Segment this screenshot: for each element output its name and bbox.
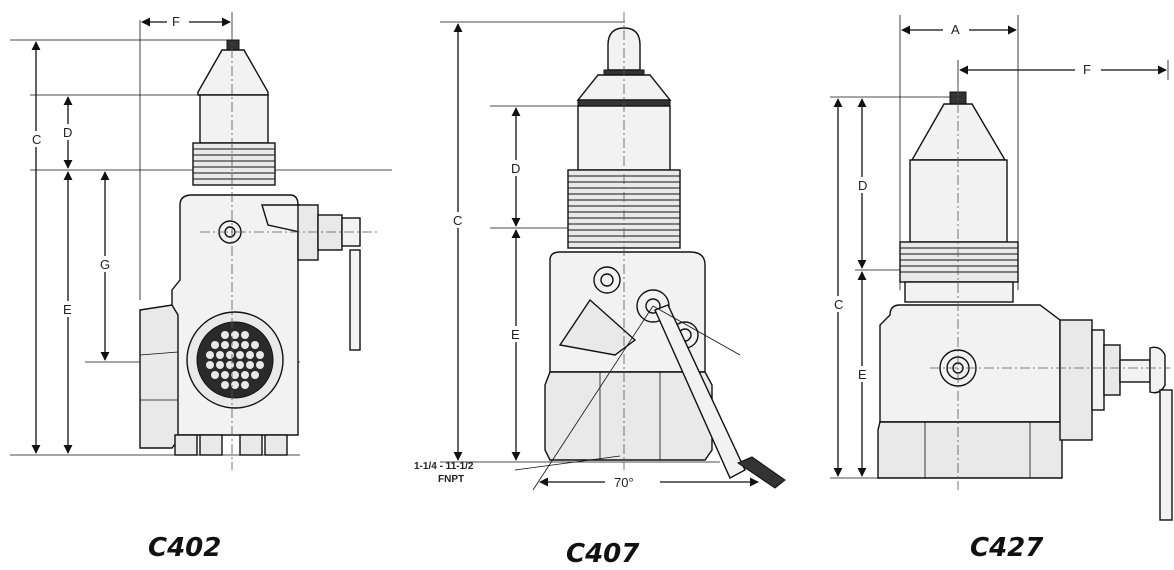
view-c407: C D E — [414, 12, 786, 569]
dim-label-d: D — [63, 125, 72, 140]
dim-label-f: F — [1083, 62, 1091, 77]
dim-label-a: A — [951, 22, 960, 37]
dim-label-g: G — [100, 257, 110, 272]
angle-label: 70° — [614, 475, 634, 490]
thread-spec-line2: FNPT — [438, 474, 464, 485]
dim-label-c: C — [834, 297, 843, 312]
dim-label-d: D — [511, 161, 520, 176]
dim-label-e: E — [63, 302, 72, 317]
model-label-c407: C407 — [566, 539, 640, 569]
thread-spec-line1: 1-1/4 - 11-1/2 — [414, 461, 474, 472]
model-label-c427: C427 — [970, 533, 1044, 563]
view-c427: A F C D E — [830, 15, 1173, 563]
model-label-c402: C402 — [148, 533, 221, 563]
dim-label-c: C — [32, 132, 41, 147]
dim-label-e: E — [511, 327, 520, 342]
view-c402: F C D E G — [10, 12, 392, 563]
dim-label-f: F — [172, 14, 180, 29]
dim-label-c: C — [453, 213, 462, 228]
dim-label-d: D — [858, 178, 867, 193]
dim-label-e: E — [858, 367, 867, 382]
